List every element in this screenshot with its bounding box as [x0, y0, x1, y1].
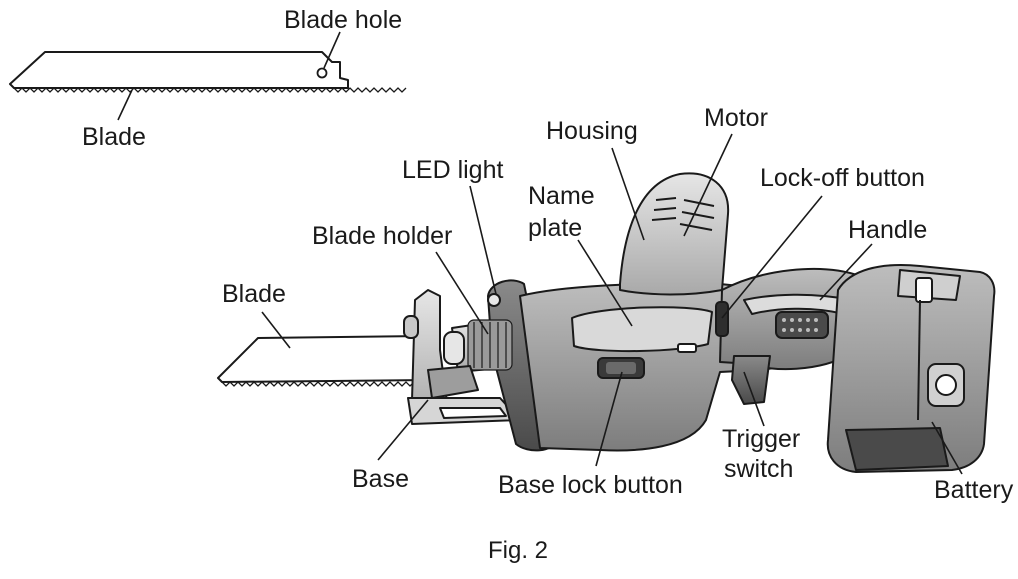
- small-blade: [9, 51, 407, 93]
- saw-handle: [715, 268, 871, 405]
- leader-lines: [117, 31, 963, 475]
- blade-hole-circle: [316, 67, 328, 79]
- housing-top: [619, 172, 730, 296]
- small-blade-teeth: [13, 87, 407, 93]
- label-name-plate-line2: plate: [528, 214, 582, 242]
- label-name-plate-line1: Name: [528, 182, 595, 210]
- label-housing: Housing: [546, 117, 638, 145]
- leader-name-plate: [577, 239, 633, 327]
- leader-lock-off: [721, 195, 823, 319]
- label-base-lock-button: Base lock button: [498, 471, 683, 499]
- leader-blade-top: [117, 89, 133, 121]
- figure-caption: Fig. 2: [488, 537, 548, 564]
- label-trigger-line2: switch: [724, 455, 793, 483]
- label-trigger-line1: Trigger: [722, 425, 800, 453]
- leader-handle: [819, 243, 873, 301]
- label-led-light: LED light: [402, 156, 503, 184]
- leader-trigger: [743, 371, 765, 427]
- leader-led-light: [469, 185, 497, 295]
- label-blade-hole: Blade hole: [284, 6, 402, 34]
- label-lock-off-button: Lock-off button: [760, 164, 925, 192]
- blade-holder-knurl: [467, 319, 513, 371]
- leader-blade-holder: [435, 251, 489, 335]
- main-blade: [217, 335, 431, 387]
- leader-housing: [611, 147, 645, 241]
- leader-base-lock: [595, 371, 623, 467]
- leader-motor: [683, 133, 733, 237]
- saw-battery: [826, 264, 996, 473]
- label-battery: Battery: [934, 476, 1014, 504]
- labels: Blade hole Blade Housing Motor LED light…: [82, 6, 1014, 564]
- leader-base: [377, 399, 429, 461]
- main-blade-teeth: [221, 381, 431, 387]
- label-blade-top: Blade: [82, 123, 146, 151]
- label-base: Base: [352, 465, 409, 493]
- leader-blade-hole: [323, 31, 341, 69]
- leader-blade-main: [261, 311, 291, 349]
- label-handle: Handle: [848, 216, 927, 244]
- leader-battery: [931, 421, 963, 475]
- label-blade-main: Blade: [222, 280, 286, 308]
- label-motor: Motor: [704, 104, 768, 132]
- label-blade-holder: Blade holder: [312, 222, 452, 250]
